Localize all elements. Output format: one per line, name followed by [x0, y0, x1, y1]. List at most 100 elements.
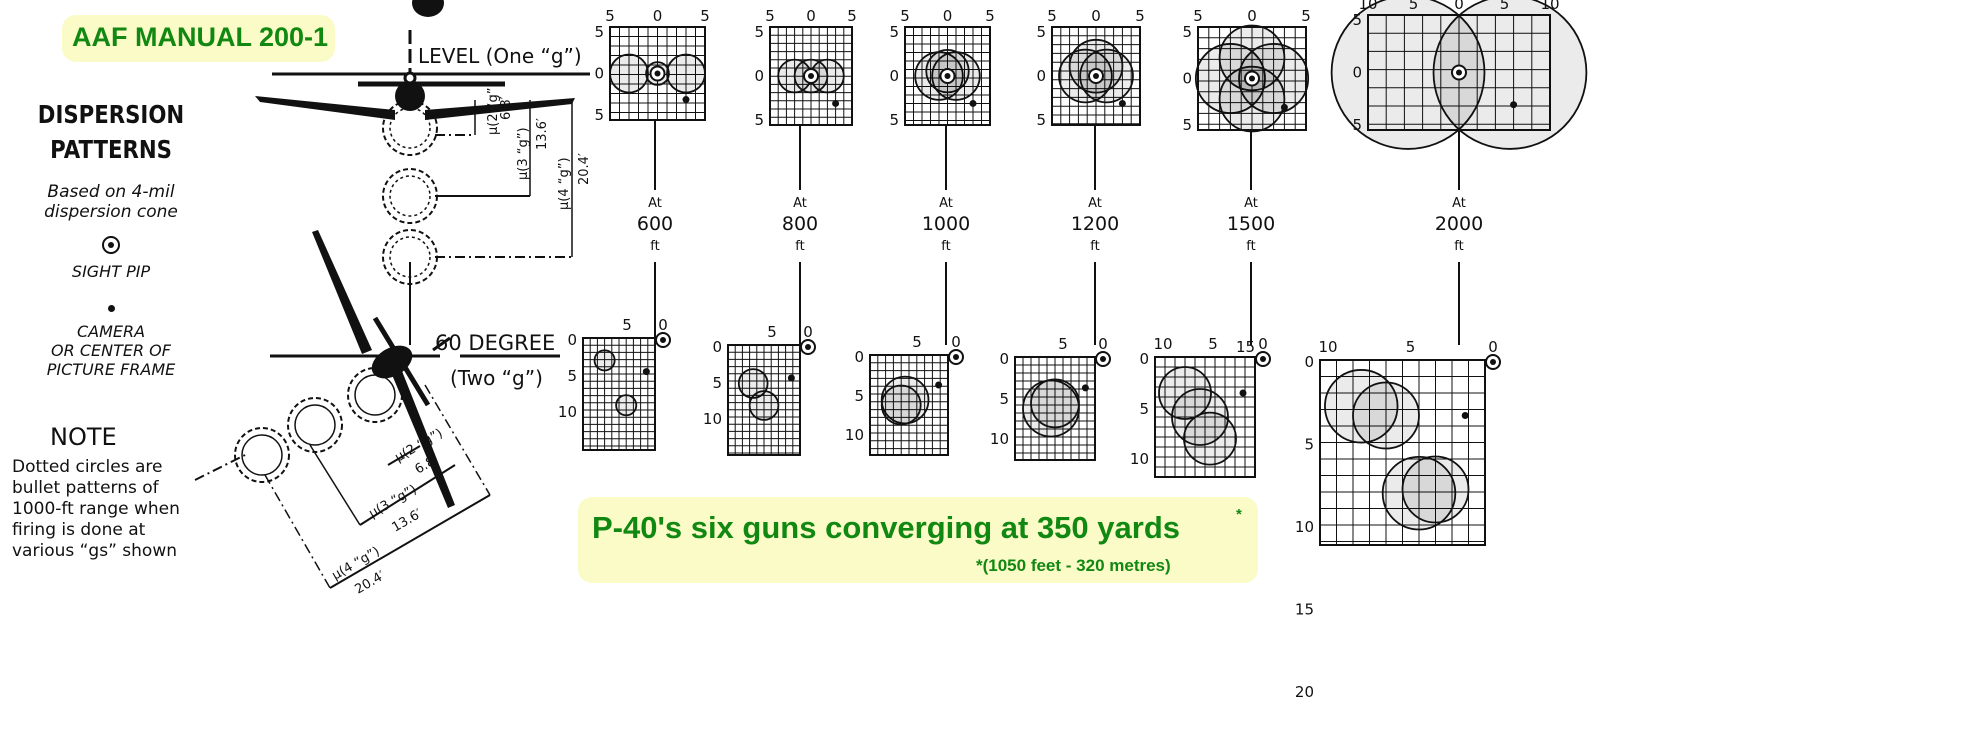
dispersion-circle: [347, 367, 403, 423]
bullet-pattern-circle: [1324, 369, 1399, 444]
y-tick-label: 5: [999, 390, 1009, 408]
range-at: At: [1244, 196, 1258, 211]
x-tick-label: 0: [1488, 338, 1498, 356]
caption-footnote: *(1050 feet - 320 metres): [976, 556, 1171, 575]
x-tick-label: 5: [765, 7, 775, 25]
range-value: 800: [782, 213, 818, 235]
dispersion-circle: [354, 374, 396, 416]
sight-pip-center: [808, 73, 814, 79]
bullet-pattern-circle: [1171, 388, 1229, 446]
camera-dot-icon: [969, 99, 977, 107]
y-tick-label: 5: [594, 106, 604, 124]
x-tick-label: 5: [1409, 0, 1419, 13]
bullet-pattern-circle: [748, 390, 780, 421]
camera-dot-icon: [1118, 99, 1126, 107]
y-tick-label: 5: [1182, 23, 1192, 41]
x-tick-label: 5: [912, 333, 922, 351]
sight-pip-center: [1100, 356, 1106, 362]
camera-dot-icon: [1239, 389, 1247, 397]
x-tick-label: 5: [1301, 7, 1311, 25]
camera-label-3: PICTURE FRAME: [46, 360, 176, 379]
level-dim-value-4g: 20.4′: [577, 153, 592, 185]
y-tick-label: 0: [712, 338, 722, 356]
note-line: 1000-ft range when: [12, 499, 180, 519]
y-tick-label: 5: [754, 111, 764, 129]
x-tick-label: 0: [658, 316, 668, 334]
manual-label: AAF MANUAL 200-1: [72, 22, 329, 52]
sixty-dimension-lines: [194, 384, 491, 589]
dispersion-circle: [382, 168, 438, 224]
y-tick-label: 5: [1036, 111, 1046, 129]
x-tick-label: 5: [767, 323, 777, 341]
y-tick-label: 0: [889, 67, 899, 85]
x-tick-label: 5: [1135, 7, 1145, 25]
banked-aircraft: [270, 230, 560, 508]
y-tick-label: 20: [1295, 683, 1314, 701]
y-tick-label: 5: [1036, 23, 1046, 41]
x-tick-label: 5: [1208, 335, 1218, 353]
level-dim-value-2g: 6.8′: [499, 96, 514, 120]
bullet-pattern-circle: [1238, 43, 1310, 114]
x-tick-label: 10: [1540, 0, 1559, 13]
sight-pip-center: [805, 344, 811, 350]
y-tick-label: 5: [594, 23, 604, 41]
y-tick-label: 5: [854, 387, 864, 405]
y-tick-label: 5: [567, 367, 577, 385]
aircraft-illustrations: [255, 0, 590, 508]
bullet-pattern-circle: [1079, 48, 1134, 104]
y-tick-label: 5: [889, 23, 899, 41]
x-tick-label: 5: [1058, 335, 1068, 353]
camera-label-2: OR CENTER OF: [51, 341, 171, 360]
bullet-pattern-circle: [1352, 381, 1420, 450]
legend-title-2: PATTERNS: [50, 135, 172, 164]
x-tick-label: 5: [1047, 7, 1057, 25]
caption-box: [578, 497, 1258, 583]
x-tick-label: 5: [847, 7, 857, 25]
sixty-title-1: 60 DEGREE: [435, 331, 555, 355]
bullet-pattern-circle: [615, 394, 638, 417]
sight-pip-center: [1260, 356, 1266, 362]
legend-basis-1: Based on 4-mil: [47, 182, 175, 202]
y-tick-label: 5: [1352, 116, 1362, 134]
y-tick-label: 10: [845, 426, 864, 444]
y-tick-label: 5: [1139, 400, 1149, 418]
range-value: 1000: [922, 213, 970, 235]
x-tick-label: 0: [1098, 335, 1108, 353]
note-line: firing is done at: [12, 520, 146, 540]
level-dim-label-3g: μ(3 “g”): [516, 127, 531, 180]
range-unit: ft: [650, 239, 659, 254]
bullet-pattern-circle: [609, 53, 649, 94]
y-tick-label: 0: [1352, 64, 1362, 82]
level-dimension-lines: [409, 100, 575, 345]
dispersion-circle: [287, 397, 343, 453]
y-tick-label: 15: [1295, 601, 1314, 619]
bullet-pattern-circle: [593, 349, 616, 372]
x-tick-label: 0: [1247, 7, 1257, 25]
camera-dot-icon: [1510, 101, 1518, 109]
range-value: 1200: [1071, 213, 1119, 235]
bullet-pattern-circle: [1058, 48, 1113, 104]
x-tick-label: 10: [1358, 0, 1377, 13]
bullet-pattern-circle: [1068, 38, 1124, 94]
x-tick-label: 15: [1236, 338, 1255, 356]
y-tick-label: 0: [854, 348, 864, 366]
y-tick-label: 5: [1352, 11, 1362, 29]
camera-dot-icon: [832, 99, 840, 107]
sight-pip-center: [1093, 73, 1099, 79]
camera-dot-icon: [107, 305, 115, 312]
x-tick-label: 5: [1406, 338, 1416, 356]
x-tick-label: 0: [1454, 0, 1464, 13]
range-at: At: [1452, 196, 1466, 211]
camera-dot-icon: [1461, 412, 1469, 419]
y-tick-label: 10: [1295, 518, 1314, 536]
camera-dot-icon: [935, 381, 943, 389]
level-aircraft: [255, 0, 590, 120]
